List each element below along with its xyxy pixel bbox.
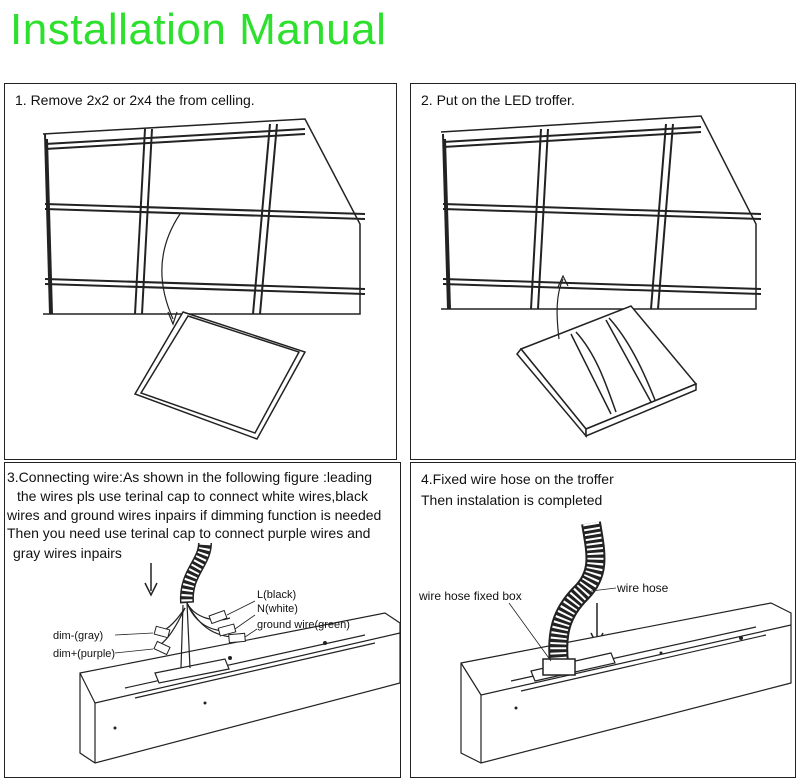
label-dim-purple: dim+(purple) bbox=[53, 648, 116, 660]
hose-fixed-illustration bbox=[460, 521, 792, 764]
troffer-install-illustration bbox=[440, 115, 762, 439]
step-4-line-2: Then instalation is completed bbox=[421, 492, 603, 508]
label-ground-green: ground wire(green) bbox=[257, 619, 350, 631]
arrow-icon bbox=[161, 213, 181, 320]
step-3-line-2: the wires pls use terinal cap to connect… bbox=[17, 488, 368, 504]
step-2-panel: 2. Put on the LED troffer. bbox=[410, 83, 796, 460]
wiring-illustration bbox=[79, 542, 400, 764]
step-3-line-3: wires and ground wires inpairs if dimmin… bbox=[7, 507, 382, 523]
label-line-black: L(black) bbox=[257, 589, 297, 601]
label-dim-gray: dim-(gray) bbox=[53, 630, 104, 642]
label-wire-hose-fixed-box: wire hose fixed box bbox=[419, 589, 522, 603]
ceiling-removal-illustration bbox=[42, 118, 366, 440]
label-neutral-white: N(white) bbox=[257, 603, 298, 615]
arrow-icon bbox=[556, 278, 564, 340]
step-4-line-1: 4.Fixed wire hose on the troffer bbox=[421, 471, 614, 487]
step-1-text: 1. Remove 2x2 or 2x4 the from celling. bbox=[15, 92, 255, 108]
step-3-line-1: 3.Connecting wire:As shown in the follow… bbox=[7, 469, 372, 485]
step-1-panel: 1. Remove 2x2 or 2x4 the from celling. bbox=[4, 83, 397, 460]
step-3-panel: 3.Connecting wire:As shown in the follow… bbox=[4, 462, 401, 778]
step-4-panel: 4.Fixed wire hose on the troffer Then in… bbox=[410, 462, 796, 778]
step-3-line-5: gray wires inpairs bbox=[13, 545, 122, 561]
step-3-line-4: Then you need use terinal cap to connect… bbox=[7, 525, 371, 541]
step-2-text: 2. Put on the LED troffer. bbox=[421, 92, 575, 108]
page-title: Installation Manual bbox=[10, 5, 387, 54]
label-wire-hose: wire hose bbox=[617, 581, 669, 595]
